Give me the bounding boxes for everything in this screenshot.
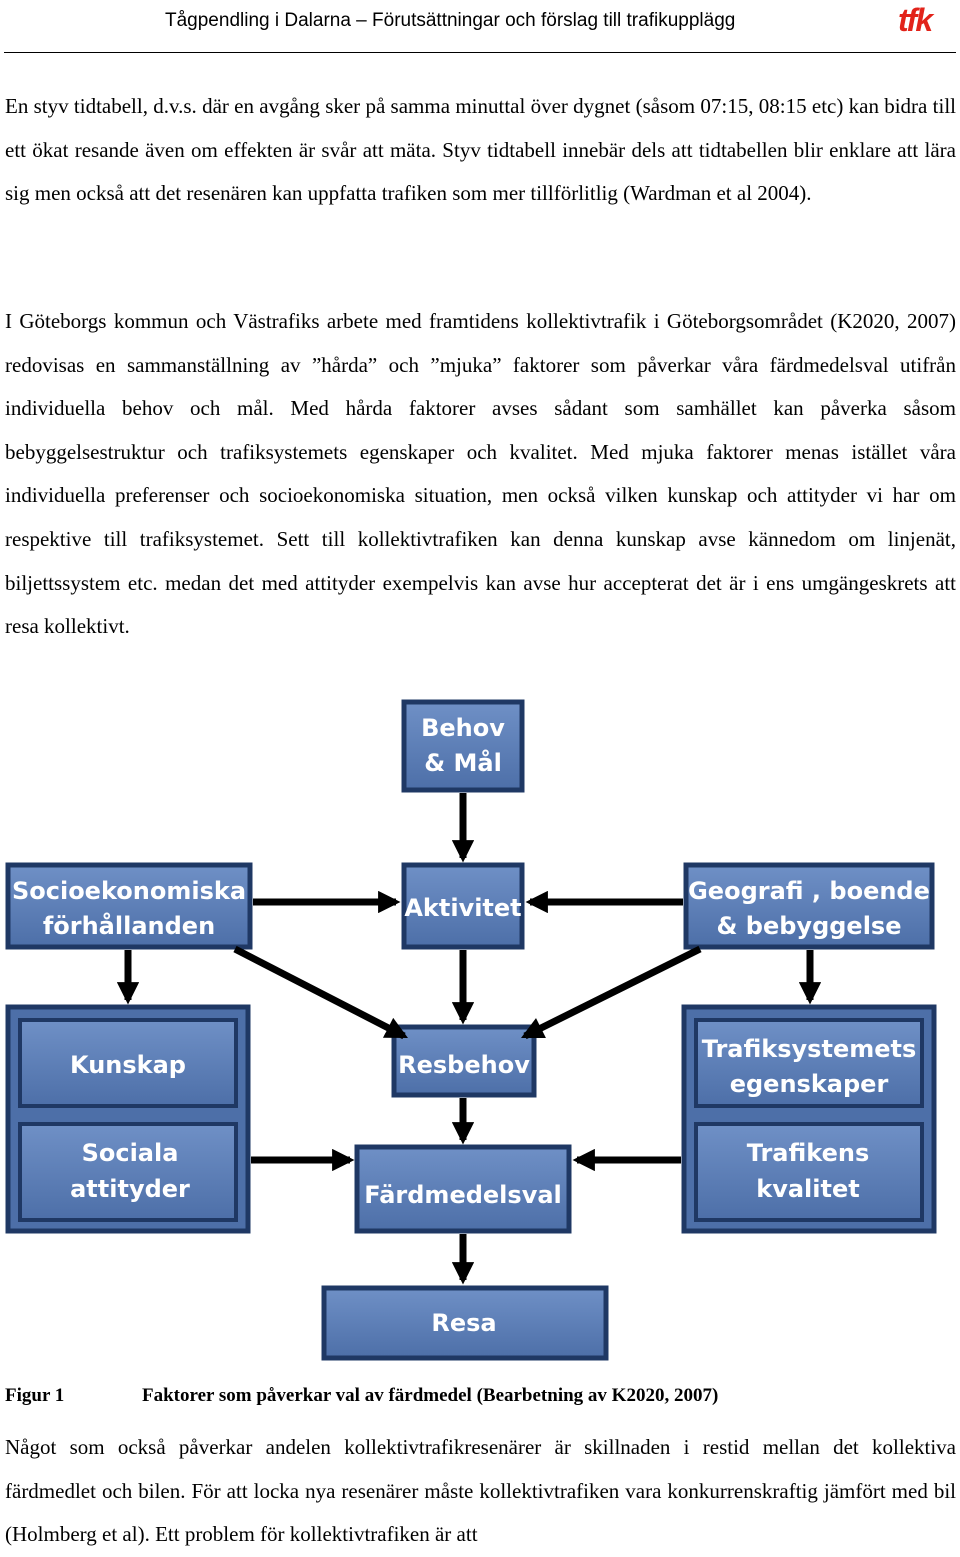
label-fardmedelsval: Färdmedelsval bbox=[364, 1181, 562, 1209]
body-paragraph-3: Något som också påverkar andelen kollekt… bbox=[5, 1435, 956, 1547]
label-trafikens-1: Trafikens bbox=[747, 1139, 870, 1167]
label-trafiksystemets-1: Trafiksystemets bbox=[702, 1035, 917, 1063]
box-resbehov bbox=[391, 1024, 537, 1098]
label-behov-1: Behov bbox=[421, 714, 505, 742]
arrow-socio-resbehov bbox=[233, 945, 408, 1040]
factors-diagram: Behov & Mål Socioekonomiska förhållanden… bbox=[5, 699, 937, 1361]
label-aktivitet: Aktivitet bbox=[404, 894, 521, 922]
box-fardmedelsval bbox=[354, 1144, 572, 1234]
label-socio-2: förhållanden bbox=[43, 911, 215, 940]
label-sociala-2: attityder bbox=[70, 1175, 190, 1203]
label-trafikens-2: kvalitet bbox=[756, 1175, 859, 1203]
box-trafikens bbox=[694, 1122, 924, 1222]
label-resa: Resa bbox=[431, 1309, 496, 1337]
page-header: Tågpendling i Dalarna – Förutsättningar … bbox=[0, 0, 960, 53]
label-behov-2: & Mål bbox=[424, 748, 502, 777]
label-trafiksystemets-2: egenskaper bbox=[730, 1070, 889, 1098]
box-geografi bbox=[683, 862, 935, 950]
header-title: Tågpendling i Dalarna – Förutsättningar … bbox=[165, 10, 736, 31]
label-socio-1: Socioekonomiska bbox=[12, 877, 246, 905]
label-sociala-1: Sociala bbox=[82, 1139, 179, 1167]
figure-caption-text: Faktorer som påverkar val av färdmedel (… bbox=[142, 1385, 719, 1406]
body-paragraph-1: En styv tidtabell, d.v.s. där en avgång … bbox=[5, 94, 956, 206]
label-geografi-2: & bebyggelse bbox=[717, 912, 902, 940]
box-trafiksystemets bbox=[694, 1018, 924, 1108]
box-behov bbox=[401, 699, 525, 793]
arrow-geografi-resbehov bbox=[520, 945, 702, 1040]
figure-label: Figur 1 bbox=[5, 1385, 65, 1406]
box-resa bbox=[321, 1285, 609, 1361]
label-geografi-1: Geografi , boende bbox=[688, 877, 930, 905]
body-paragraph-2: I Göteborgs kommun och Västrafiks arbete… bbox=[5, 309, 956, 639]
box-socioekonomiska bbox=[5, 862, 253, 950]
header-divider bbox=[4, 52, 956, 53]
box-kunskap bbox=[18, 1018, 238, 1108]
box-sociala bbox=[18, 1122, 238, 1222]
label-resbehov: Resbehov bbox=[398, 1051, 530, 1079]
box-aktivitet bbox=[401, 862, 525, 950]
tfk-logo: tfk bbox=[898, 2, 933, 38]
label-kunskap: Kunskap bbox=[70, 1051, 186, 1079]
